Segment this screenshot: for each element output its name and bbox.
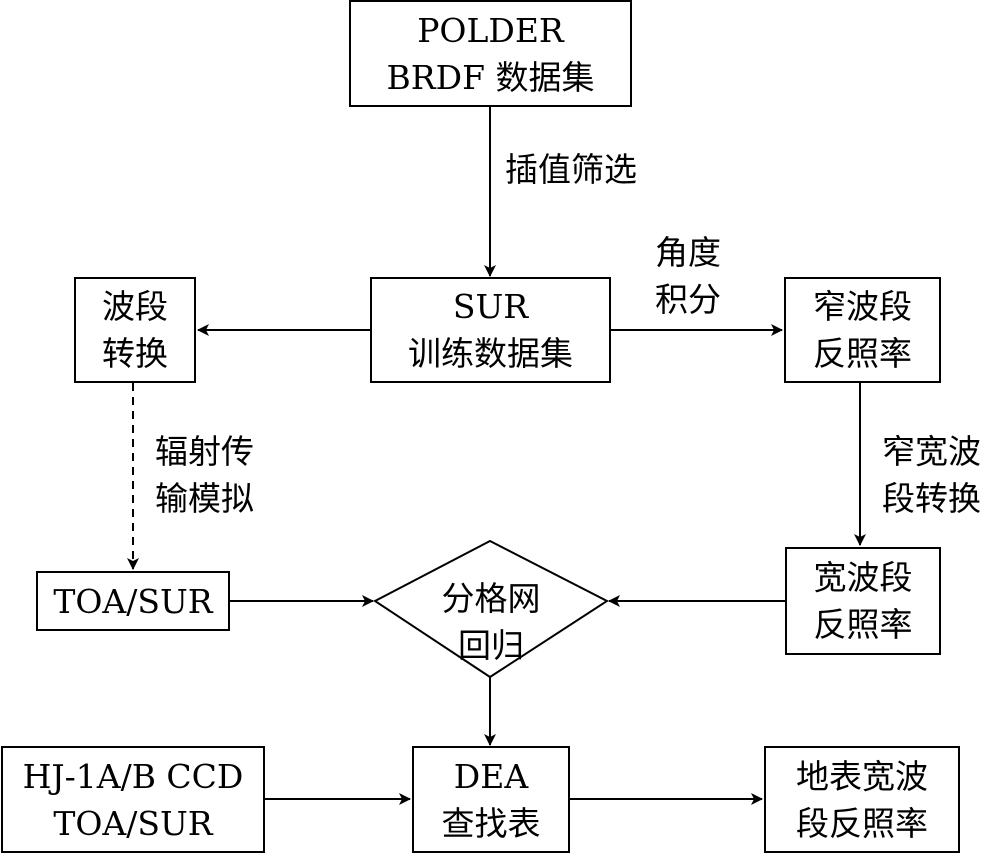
sur-line2: 训练数据集 — [408, 334, 573, 373]
narrow-wide-conversion-label: 窄宽波 段转换 — [882, 428, 981, 522]
polder-line2: BRDF 数据集 — [386, 57, 595, 97]
wide-band-albedo-box: 宽波段 反照率 — [785, 547, 941, 655]
wide-albedo-line2: 反照率 — [813, 605, 913, 644]
narrow-wide-line1: 窄宽波 — [882, 432, 981, 471]
narrow-albedo-line1: 窄波段 — [813, 287, 912, 326]
dea-line2: 查找表 — [441, 803, 541, 843]
surface-broadband-albedo-box: 地表宽波 段反照率 — [764, 746, 960, 853]
polder-line1: POLDER — [417, 10, 564, 50]
band-conversion-line1: 波段 — [102, 287, 168, 326]
hj-ccd-toa-sur-box: HJ-1A/B CCD TOA/SUR — [1, 746, 265, 853]
angle-integral-line1: 角度 — [655, 233, 721, 272]
dea-lookup-table-box: DEA 查找表 — [412, 746, 570, 853]
interp-filter-label: 插值筛选 — [505, 150, 637, 189]
hj-ccd-line2: TOA/SUR — [53, 803, 213, 843]
hj-ccd-line1: HJ-1A/B CCD — [22, 756, 244, 796]
grid-regression-line2: 回归 — [458, 626, 524, 665]
grid-regression-line1: 分格网 — [441, 579, 541, 618]
angle-integral-label: 角度 积分 — [655, 229, 721, 323]
polder-brdf-dataset-box: POLDER BRDF 数据集 — [349, 0, 632, 107]
angle-integral-line2: 积分 — [655, 280, 721, 319]
rad-transfer-line1: 辐射传 — [155, 432, 254, 471]
grid-regression-text: 分格网 回归 — [375, 560, 607, 684]
toa-sur-box: TOA/SUR — [36, 571, 230, 631]
radiative-transfer-label: 辐射传 输模拟 — [155, 428, 254, 522]
surface-albedo-line1: 地表宽波 — [796, 756, 928, 796]
band-conversion-line2: 转换 — [102, 334, 168, 373]
narrow-albedo-line2: 反照率 — [813, 334, 912, 373]
surface-albedo-line2: 段反照率 — [796, 803, 928, 843]
narrow-band-albedo-box: 窄波段 反照率 — [784, 277, 941, 383]
narrow-wide-line2: 段转换 — [882, 479, 981, 518]
band-conversion-box: 波段 转换 — [74, 277, 196, 383]
sur-training-dataset-box: SUR 训练数据集 — [370, 277, 611, 383]
sur-line1: SUR — [452, 287, 529, 326]
rad-transfer-line2: 输模拟 — [155, 479, 254, 518]
wide-albedo-line1: 宽波段 — [813, 558, 913, 597]
dea-line1: DEA — [453, 756, 529, 796]
toa-sur-label: TOA/SUR — [53, 581, 213, 621]
